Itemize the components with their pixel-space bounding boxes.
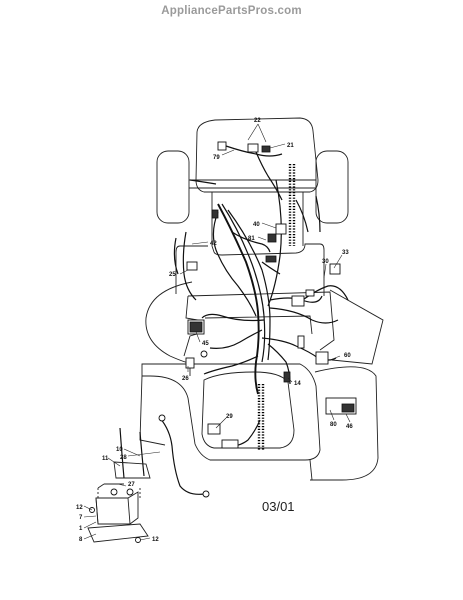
- callout-1: 1: [79, 526, 83, 532]
- date-code: 03/01: [262, 499, 295, 514]
- callout-11: 11: [102, 456, 109, 462]
- callout-26: 26: [182, 376, 189, 382]
- callout-80: 80: [330, 422, 337, 428]
- callout-46: 46: [346, 424, 353, 430]
- callout-60: 60: [344, 353, 351, 359]
- callout-45: 45: [202, 341, 209, 347]
- callout-12: 12: [76, 505, 83, 511]
- callout-8: 8: [79, 537, 83, 543]
- watermark: AppliancePartsPros.com: [161, 5, 302, 17]
- callout-30: 30: [322, 259, 329, 265]
- callout-21: 21: [287, 143, 294, 149]
- callout-12-lower: 12: [152, 537, 159, 543]
- callout-10: 10: [116, 447, 123, 453]
- components: [158, 141, 357, 498]
- callout-7: 7: [79, 515, 83, 521]
- callout-42: 42: [210, 241, 217, 247]
- leader-lines: [83, 123, 351, 541]
- callout-27: 27: [128, 482, 135, 488]
- callout-22: 22: [254, 118, 261, 124]
- callout-81: 81: [248, 236, 255, 242]
- callout-40: 40: [253, 222, 260, 228]
- callout-14: 14: [294, 381, 301, 387]
- callout-33: 33: [342, 250, 349, 256]
- battery-assembly: [87, 461, 151, 543]
- wiring-harness: [119, 145, 349, 495]
- callout-29: 29: [226, 414, 233, 420]
- callout-25: 25: [169, 272, 176, 278]
- callout-28: 28: [120, 455, 127, 461]
- callout-labels: 22 21 79 40 81 42 33 30 25 45 60 26 14 2…: [76, 118, 353, 543]
- callout-79: 79: [213, 155, 220, 161]
